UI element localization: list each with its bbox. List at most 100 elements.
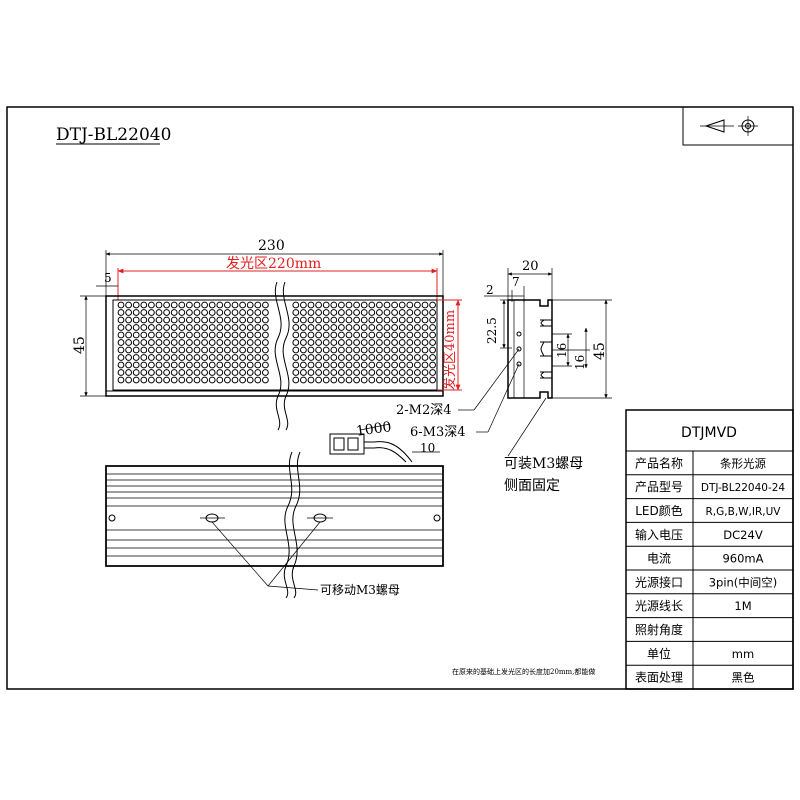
led	[254, 331, 262, 339]
led	[178, 301, 186, 309]
led	[345, 339, 353, 346]
led	[178, 309, 186, 316]
led	[262, 369, 269, 376]
led	[216, 324, 224, 331]
led	[140, 324, 148, 331]
front-emit-length-label: 发光区220mm	[226, 256, 321, 272]
led	[117, 309, 125, 316]
led	[322, 324, 330, 331]
led	[330, 354, 338, 361]
led	[429, 324, 437, 331]
led	[376, 331, 383, 339]
led	[201, 316, 209, 324]
led	[383, 361, 391, 369]
led	[140, 339, 148, 346]
led	[368, 339, 376, 346]
led	[414, 339, 421, 346]
led	[178, 316, 186, 324]
led	[208, 376, 216, 384]
led	[246, 346, 254, 354]
led	[140, 369, 148, 376]
led	[429, 316, 437, 324]
led	[132, 354, 140, 361]
led	[338, 331, 345, 339]
led	[224, 309, 231, 316]
led	[186, 346, 193, 354]
led	[330, 339, 338, 346]
led	[254, 309, 262, 316]
led	[155, 369, 163, 376]
led	[163, 361, 171, 369]
led	[140, 331, 148, 339]
led	[193, 324, 201, 331]
led	[201, 369, 209, 376]
led	[338, 361, 345, 369]
led	[414, 324, 421, 331]
led	[178, 339, 186, 346]
led	[132, 346, 140, 354]
led	[125, 354, 133, 361]
led	[246, 331, 254, 339]
led	[208, 339, 216, 346]
side-width-label: 20	[522, 259, 539, 274]
spec-label: LED颜色	[635, 503, 683, 518]
led	[132, 301, 140, 309]
led	[239, 339, 247, 346]
led	[322, 309, 330, 316]
led	[148, 369, 155, 376]
led	[315, 376, 323, 384]
led	[398, 316, 406, 324]
led	[231, 324, 239, 331]
led	[315, 324, 323, 331]
led	[345, 309, 353, 316]
led	[148, 309, 155, 316]
spec-value: DC24V	[723, 528, 763, 542]
led	[186, 339, 193, 346]
footnote: 在原来的基础上发光区的长度加20mm,都能做	[452, 667, 595, 676]
m2-hole-label: 2-M2深4	[396, 403, 452, 418]
led	[224, 339, 231, 346]
annotations: 2-M2深4 6-M3深4 可装M3螺母 侧面固定 在原来的基础上发光区的长度加…	[396, 348, 595, 676]
led	[368, 346, 376, 354]
led	[368, 376, 376, 384]
led	[368, 301, 376, 309]
led	[246, 301, 254, 309]
led	[421, 346, 429, 354]
led	[208, 354, 216, 361]
led	[254, 346, 262, 354]
led	[148, 331, 155, 339]
led	[391, 339, 399, 346]
led	[307, 324, 315, 331]
led	[300, 324, 307, 331]
led	[262, 361, 269, 369]
led	[186, 301, 193, 309]
side-view: 20 2 7 22.5 16 16 45	[484, 259, 612, 399]
led	[163, 346, 171, 354]
led	[338, 339, 345, 346]
led	[178, 354, 186, 361]
side-dim-22-5: 22.5	[485, 317, 499, 344]
led	[239, 316, 247, 324]
led	[163, 369, 171, 376]
led	[330, 301, 338, 309]
led	[376, 376, 383, 384]
led	[421, 376, 429, 384]
led	[254, 324, 262, 331]
led	[208, 301, 216, 309]
led	[376, 316, 383, 324]
led	[132, 324, 140, 331]
spec-label: 照射角度	[635, 622, 683, 637]
led	[148, 301, 155, 309]
led	[186, 331, 193, 339]
led	[132, 309, 140, 316]
front-view: 230 发光区220mm 5 45 发光区40mm	[72, 238, 462, 431]
led	[117, 324, 125, 331]
led	[322, 361, 330, 369]
led	[345, 316, 353, 324]
led	[429, 309, 437, 316]
led	[148, 324, 155, 331]
led	[193, 354, 201, 361]
led	[224, 316, 231, 324]
led	[300, 354, 307, 361]
front-width-label: 230	[258, 238, 285, 254]
